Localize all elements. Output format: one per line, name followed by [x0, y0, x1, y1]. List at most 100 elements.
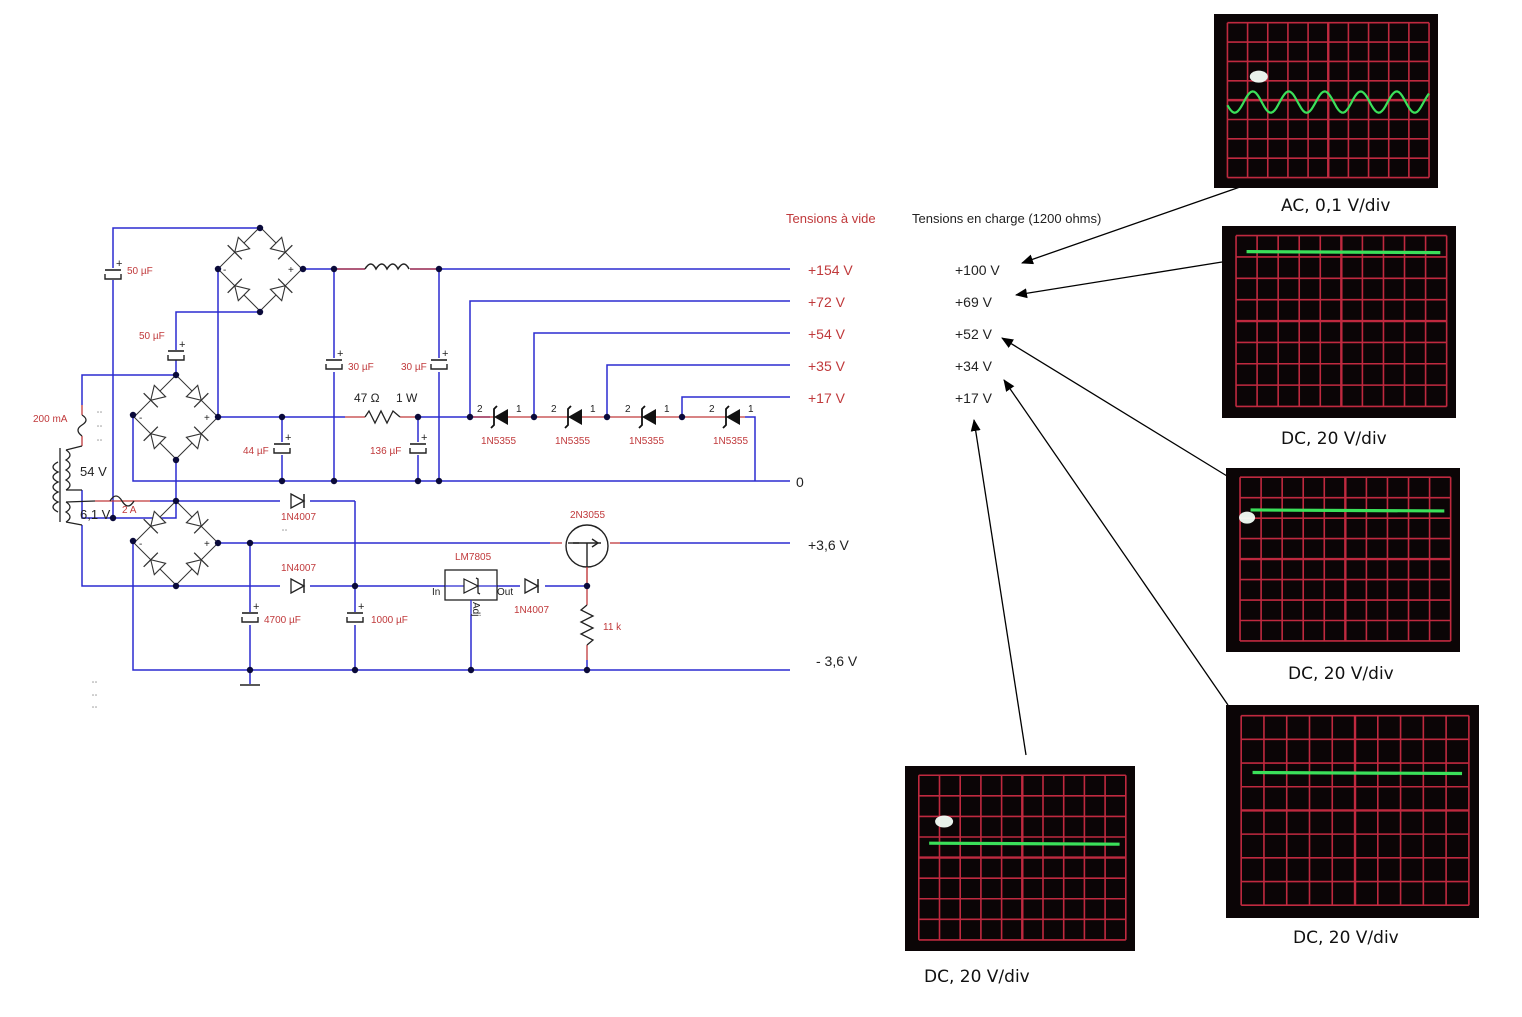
junction-dot [583, 582, 591, 590]
capacitor-plus-label: + [179, 339, 185, 351]
rail-no-load-72: +72 V [808, 294, 845, 310]
scope-trace [1226, 90, 1430, 114]
junction-dot [256, 308, 264, 316]
scope-caption-dc-52: DC, 20 V/div [1288, 664, 1394, 684]
junction-dot [129, 411, 137, 419]
bridge-diode-icon [185, 384, 209, 408]
arrow-to-17v [970, 419, 1027, 756]
label-c30a: 30 µF [348, 362, 374, 373]
zener-diode-3 [638, 405, 656, 429]
scope-grid [1240, 714, 1470, 907]
bridge-diode-icon [227, 278, 251, 302]
zener-2-pin1: 1 [590, 404, 596, 415]
bridge-diode-icon [185, 552, 209, 576]
rail-no-load-17: +17 V [808, 390, 845, 406]
label-zener-4: 1N5355 [713, 436, 749, 447]
bridge-minus-label: - [139, 413, 142, 424]
diode-1n4007-out [524, 578, 539, 594]
bridge-diode-icon [143, 426, 167, 450]
wires [81, 227, 790, 686]
junction-dot [603, 413, 611, 421]
junction-dot [467, 666, 475, 674]
ground-label: 0 [796, 474, 804, 490]
capacitor-136uf: + [409, 432, 427, 454]
scope-caption-dc-17: DC, 20 V/div [924, 967, 1030, 987]
arrow-to-34v [1003, 379, 1229, 706]
junction-dot [172, 456, 180, 464]
bridge-diode-icon [269, 278, 293, 302]
capacitor-30uf-b: + [430, 348, 448, 370]
junction-dot [109, 514, 117, 522]
fuse-200ma [77, 414, 87, 437]
label-c30b: 30 µF [401, 362, 427, 373]
label-c136: 136 µF [370, 446, 402, 457]
zener-1-pin1: 1 [516, 404, 522, 415]
rail-minus-3v6: - 3,6 V [816, 653, 858, 669]
diode-1n4007-mid [290, 578, 305, 594]
scope-grid [1235, 234, 1448, 408]
fuse-2a [109, 495, 135, 507]
rail-loaded-69: +69 V [955, 294, 992, 310]
capacitor-plus-label: + [116, 258, 122, 270]
rail-no-load-54: +54 V [808, 326, 845, 342]
junction-dot [330, 477, 338, 485]
scope-photo-dc-34 [1226, 705, 1479, 918]
label-resistor-power: 1 W [396, 391, 418, 405]
bridge-diode-icon [143, 510, 167, 534]
label-c-mid: 50 µF [139, 331, 165, 342]
label-zener-2: 1N5355 [555, 436, 591, 447]
zener-diode-4 [722, 405, 740, 429]
resistor-47-ohm [364, 409, 401, 425]
header-loaded: Tensions en charge (1200 ohms) [912, 211, 1102, 226]
component-leads [81, 268, 745, 660]
junction-dot [214, 539, 222, 547]
bridge-diode-icon [227, 236, 251, 260]
capacitor-plus-label: + [337, 348, 343, 360]
scope-trace [1252, 770, 1463, 776]
bridge-plus-label: + [288, 265, 294, 276]
transformer [52, 445, 96, 526]
junction-dot [351, 582, 359, 590]
label-diode-a: 1N4007 [281, 512, 317, 523]
capacitor-30uf-a: + [325, 348, 343, 370]
capacitors: + + + + + + + + [104, 258, 448, 623]
bridge-diode-icon [185, 510, 209, 534]
diode-1n4007-top [290, 493, 305, 509]
capacitor-plus-label: + [358, 601, 364, 613]
bridge-top: +- [217, 226, 303, 312]
rail-no-load-35: +35 V [808, 358, 845, 374]
label-fuse-hv: 200 mA [33, 414, 68, 425]
junction-dot [214, 413, 222, 421]
zener-2-pin2: 2 [551, 404, 557, 415]
bridge-diode-icon [143, 384, 167, 408]
zener-diode-2 [564, 405, 582, 429]
scope-grid [1226, 21, 1430, 179]
label-diode-c: 1N4007 [514, 605, 550, 616]
capacitor-plus-label: + [442, 348, 448, 360]
label-transistor: 2N3055 [570, 510, 606, 521]
junction-dot [466, 413, 474, 421]
scope-caption-dc-69: DC, 20 V/div [1281, 429, 1387, 449]
capacitor-plus-label: + [421, 432, 427, 444]
scope-photo-dc-17 [905, 766, 1135, 951]
arrow-to-52v [1001, 337, 1228, 477]
capacitor-1000uf: + [346, 601, 364, 623]
scope-photo-dc-69 [1222, 226, 1456, 418]
label-diode-b: 1N4007 [281, 563, 317, 574]
bridge-diode-icon [143, 552, 167, 576]
label-c44: 44 µF [243, 446, 269, 457]
label-sec-hv: 54 V [80, 464, 107, 479]
label-c-top: 50 µF [127, 266, 153, 277]
label-c1000: 1000 µF [371, 615, 408, 626]
scope-photo-dc-52 [1226, 468, 1460, 652]
zener-4-pin2: 2 [709, 404, 715, 415]
scope-trace [1246, 250, 1441, 255]
junction-dot [530, 413, 538, 421]
capacitor-4700uf: + [241, 601, 259, 623]
zener-3-pin2: 2 [625, 404, 631, 415]
resistor-11k [579, 604, 595, 646]
label-r11k: 11 k [603, 622, 622, 633]
bridge-mid: +- [133, 374, 219, 460]
junction-dot [583, 666, 591, 674]
